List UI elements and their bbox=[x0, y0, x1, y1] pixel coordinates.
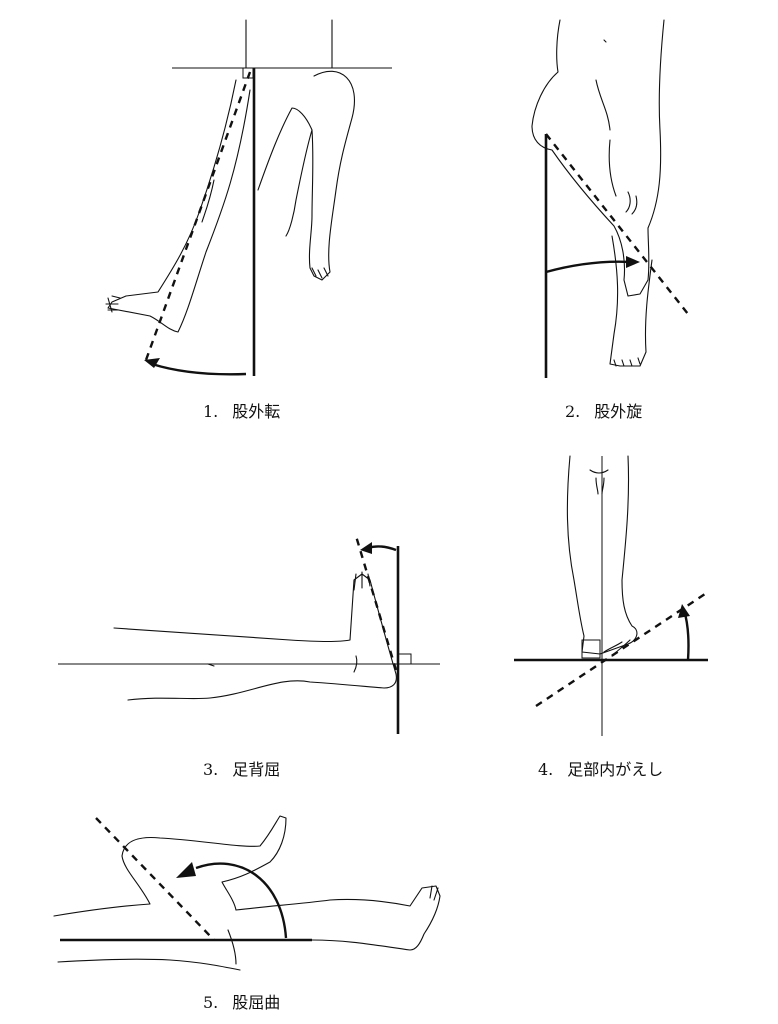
caption-label: 股外転 bbox=[232, 402, 281, 421]
caption-figure-5: 5. 股屈曲 bbox=[203, 989, 280, 1013]
fig4-body-outline bbox=[566, 455, 638, 659]
fig3-motion-arc bbox=[367, 545, 397, 552]
fig1-body-outline bbox=[105, 19, 355, 333]
caption-label: 足背屈 bbox=[232, 760, 281, 779]
fig3-arrowhead bbox=[360, 542, 372, 554]
caption-number: 1. bbox=[203, 402, 219, 421]
fig5-arrowhead bbox=[176, 862, 196, 878]
fig2-body-outline bbox=[531, 19, 665, 367]
figure-3-ankle-dorsiflexion bbox=[58, 535, 440, 734]
fig3-body-outline bbox=[113, 571, 397, 701]
fig4-arrowhead bbox=[678, 604, 690, 618]
caption-number: 5. bbox=[203, 993, 219, 1012]
caption-figure-3: 3. 足背屈 bbox=[203, 756, 280, 780]
fig2-motion-arc bbox=[545, 260, 631, 274]
figure-2-hip-external-rotation bbox=[531, 19, 689, 378]
caption-number: 3. bbox=[203, 760, 219, 779]
fig3-right-angle-marker bbox=[397, 653, 412, 665]
caption-figure-4: 4. 足部内がえし bbox=[538, 756, 663, 780]
fig4-dashed-sole-axis bbox=[535, 590, 709, 708]
figure-4-foot-inversion bbox=[514, 455, 709, 736]
caption-label: 股屈曲 bbox=[232, 993, 281, 1012]
caption-number: 4. bbox=[538, 760, 554, 779]
fig1-motion-arc bbox=[151, 362, 247, 376]
caption-figure-2: 2. 股外旋 bbox=[565, 398, 642, 422]
caption-number: 2. bbox=[565, 402, 581, 421]
caption-label: 股外旋 bbox=[594, 402, 643, 421]
fig5-body-outline bbox=[53, 815, 441, 971]
fig5-dashed-thigh-axis bbox=[95, 817, 215, 941]
fig4-motion-arc bbox=[682, 609, 690, 661]
figure-5-hip-flexion bbox=[53, 815, 441, 971]
fig2-dashed-leg-axis bbox=[545, 133, 689, 315]
fig1-arrowhead bbox=[144, 358, 160, 368]
caption-figure-1: 1. 股外転 bbox=[203, 398, 280, 422]
fig5-motion-arc bbox=[195, 862, 288, 939]
fig2-arrowhead bbox=[626, 256, 640, 268]
caption-label: 足部内がえし bbox=[567, 760, 664, 779]
figure-1-hip-abduction bbox=[105, 19, 392, 376]
